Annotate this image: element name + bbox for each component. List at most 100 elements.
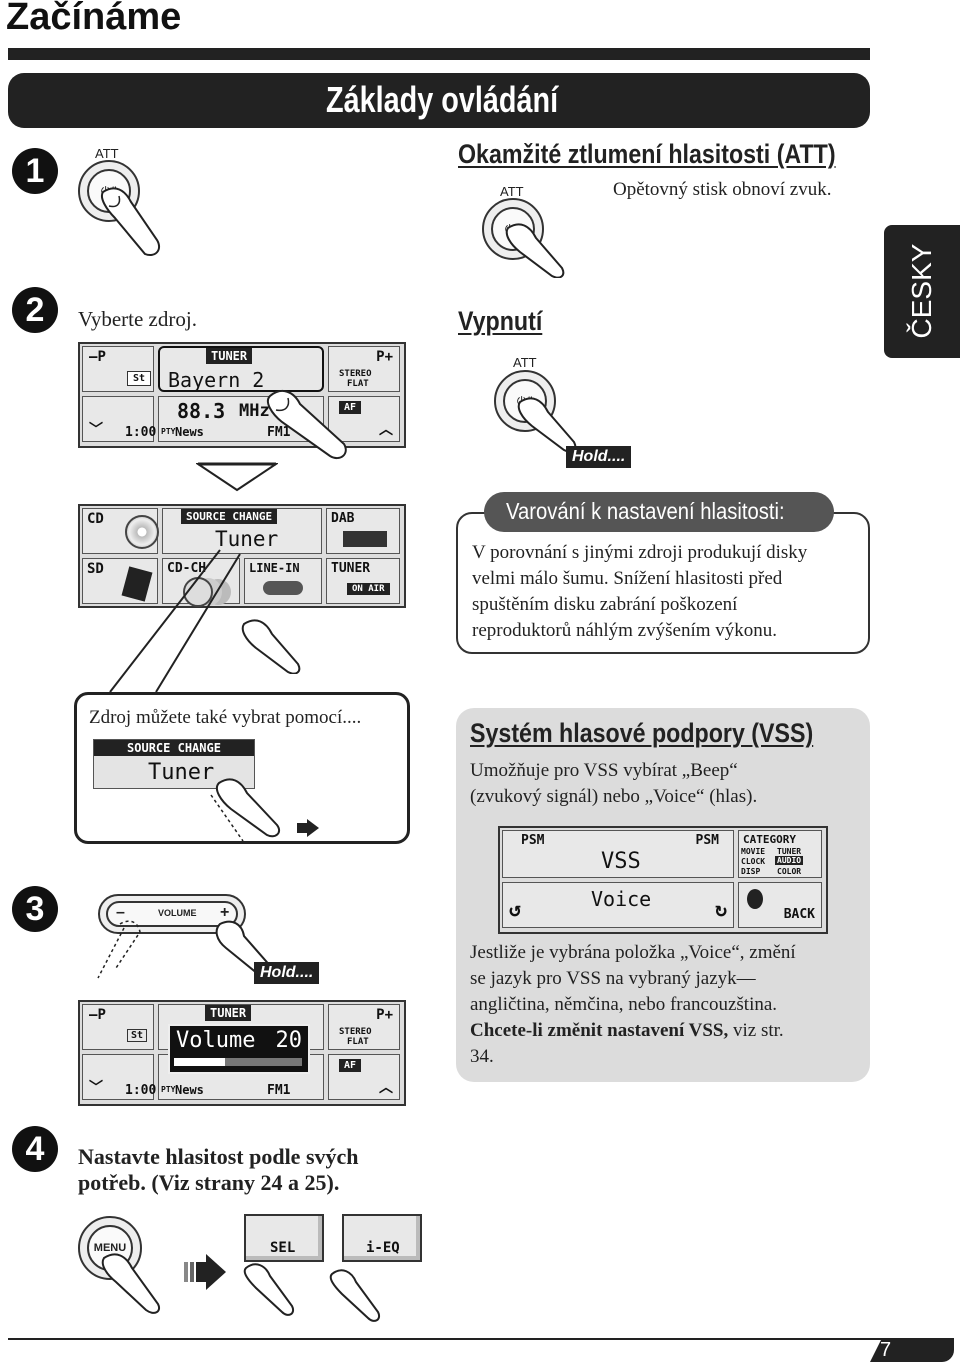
sel-button[interactable]: SEL: [244, 1214, 324, 1262]
ieq-label: i-EQ: [366, 1240, 400, 1256]
preset-down-button[interactable]: –P St: [82, 1004, 154, 1050]
plug-icon: [263, 581, 303, 595]
hold-badge: Hold....: [566, 446, 632, 468]
finger-press-icon: [243, 1263, 294, 1316]
volume-overlay-value: 20: [275, 1028, 303, 1053]
pty-label: PTY: [161, 1085, 176, 1094]
vss-label: VSS: [601, 849, 641, 874]
source-cd-button[interactable]: CD: [82, 508, 159, 554]
psm-label-right: PSM: [695, 833, 719, 848]
volume-level-track: [174, 1058, 302, 1066]
footer-rule: [8, 1338, 954, 1340]
source-sd-button[interactable]: SD: [82, 558, 158, 604]
volume-overlay-label: Volume: [176, 1028, 256, 1053]
preset-up-button[interactable]: P+ STEREO FLAT: [328, 346, 400, 392]
pty-news: News: [175, 425, 204, 439]
source-dab-label: DAB: [331, 511, 355, 526]
band-label: FM1: [267, 1083, 291, 1098]
warning-line-3: spuštěním disku zabrání poškození: [472, 594, 738, 615]
chevron-down-icon: ﹀: [89, 422, 103, 438]
flat-label: FLAT: [347, 379, 369, 389]
voice-button[interactable]: Voice ↺ ↻: [502, 882, 734, 928]
seek-down-button[interactable]: ﹀ 1:00: [82, 1054, 156, 1100]
banner-title: Základy ovládání: [326, 79, 559, 120]
preset-down-label: P: [97, 1007, 106, 1023]
preset-up-label: P: [376, 1007, 385, 1023]
volume-rocker[interactable]: – VOLUME +: [98, 894, 246, 934]
vss-panel: Systém hlasové podpory (VSS) Umožňuje pr…: [456, 708, 870, 1082]
language-tab: ČESKY: [884, 225, 960, 358]
source-current: Tuner: [148, 760, 215, 785]
rotate-right-icon: ↻: [714, 897, 727, 921]
source-menu: CD SOURCE CHANGE Tuner DAB SD CD-CH LINE…: [78, 504, 406, 608]
back-label: BACK: [783, 907, 815, 922]
source-dab-button[interactable]: DAB: [326, 508, 400, 554]
preset-up-label: P: [376, 349, 385, 365]
finger-press-icon: [329, 1269, 380, 1322]
st-badge: St: [127, 371, 152, 386]
source-tuner-button[interactable]: TUNER ON AIR: [326, 558, 400, 604]
warning-box: Varování k nastavení hlasitosti: V porov…: [456, 492, 870, 654]
power-off-heading: Vypnutí: [458, 306, 543, 336]
seek-up-button[interactable]: AF ︿: [328, 1054, 400, 1100]
psm-button[interactable]: PSM PSM VSS: [502, 830, 734, 878]
sel-label: SEL: [270, 1240, 296, 1256]
source-change-button[interactable]: SOURCE CHANGE Tuner: [162, 508, 322, 554]
station-name: Bayern 2: [168, 368, 265, 392]
stereo-label: STEREO: [339, 369, 372, 379]
source-change-tag: SOURCE CHANGE: [94, 740, 254, 756]
vss-para-1: Jestliže je vybrána položka „Voice“, změ…: [470, 942, 796, 963]
cat-movie: MOVIE: [741, 847, 766, 856]
vss-heading: Systém hlasové podpory (VSS): [470, 718, 814, 748]
language-label: ČESKY: [906, 243, 937, 339]
source-current: Tuner: [215, 527, 279, 551]
chevron-down-icon: ﹀: [89, 1080, 103, 1096]
warning-line-4: reproduktorů náhlým zvýšením výkonu.: [472, 620, 778, 641]
vss-para-5: 34.: [470, 1046, 494, 1067]
page-number-tab: 7: [870, 1338, 954, 1362]
warning-line-1: V porovnání s jinými zdroji produkují di…: [472, 542, 808, 563]
back-icon: [747, 889, 763, 909]
seek-up-button[interactable]: AF ︿: [328, 396, 400, 442]
seek-down-button[interactable]: ﹀ 1:00: [82, 396, 157, 442]
category-button[interactable]: CATEGORY MOVIE TUNER CLOCK AUDIO DISP CO…: [738, 830, 822, 878]
af-badge: AF: [339, 401, 362, 414]
finger-press-icon: [505, 223, 565, 278]
vss-para-2: se jazyk pro VSS na vybraný jazyk—: [470, 968, 756, 989]
rotate-left-icon: ↺: [509, 897, 522, 921]
source-button[interactable]: TUNER Bayern 2: [158, 346, 324, 392]
finger-press-icon: [101, 187, 161, 256]
cat-audio: AUDIO: [775, 856, 804, 865]
tuner-tag: TUNER: [206, 348, 253, 364]
att-note: Opětovný stisk obnoví zvuk.: [613, 179, 832, 200]
vss-display: PSM PSM VSS CATEGORY MOVIE TUNER CLOCK A…: [498, 826, 828, 934]
mhz-unit: MHz: [239, 401, 270, 421]
dab-logo-icon: [343, 531, 387, 547]
volume-level-bar: [174, 1058, 226, 1066]
preset-up-button[interactable]: P+ STEREO FLAT: [328, 1004, 400, 1050]
ieq-button[interactable]: i-EQ: [342, 1214, 422, 1262]
att-label: ATT: [95, 146, 119, 161]
source-sd-label: SD: [87, 561, 104, 577]
source-change-button-example[interactable]: SOURCE CHANGE Tuner: [93, 739, 255, 789]
alt-source-text: Zdroj můžete také vybrat pomocí....: [89, 707, 362, 728]
step-number-2: 2: [12, 287, 58, 333]
source-cdch-label: CD-CH: [167, 561, 207, 576]
arrow-down-icon: [196, 462, 278, 492]
on-air-badge: ON AIR: [347, 583, 390, 595]
vss-tail-part: viz str.: [728, 1020, 784, 1041]
stereo-label: STEREO: [339, 1027, 372, 1037]
clock-time: 1:00: [125, 425, 157, 440]
source-tuner-label: TUNER: [331, 561, 371, 576]
warning-title-bar: Varování k nastavení hlasitosti:: [484, 492, 834, 532]
step2-text: Vyberte zdroj.: [78, 307, 197, 331]
preset-down-button[interactable]: –P St: [82, 346, 154, 392]
volume-plus: +: [220, 904, 230, 921]
back-button[interactable]: BACK: [738, 882, 822, 928]
vss-bold-part: Chcete-li změnit nastavení VSS,: [470, 1020, 729, 1041]
source-cdch-button[interactable]: CD-CH: [162, 558, 240, 607]
finger-press-icon: [101, 1253, 160, 1314]
volume-minus: –: [116, 904, 125, 921]
att-label-2: ATT: [500, 184, 524, 199]
source-linein-button[interactable]: LINE-IN: [244, 558, 322, 604]
